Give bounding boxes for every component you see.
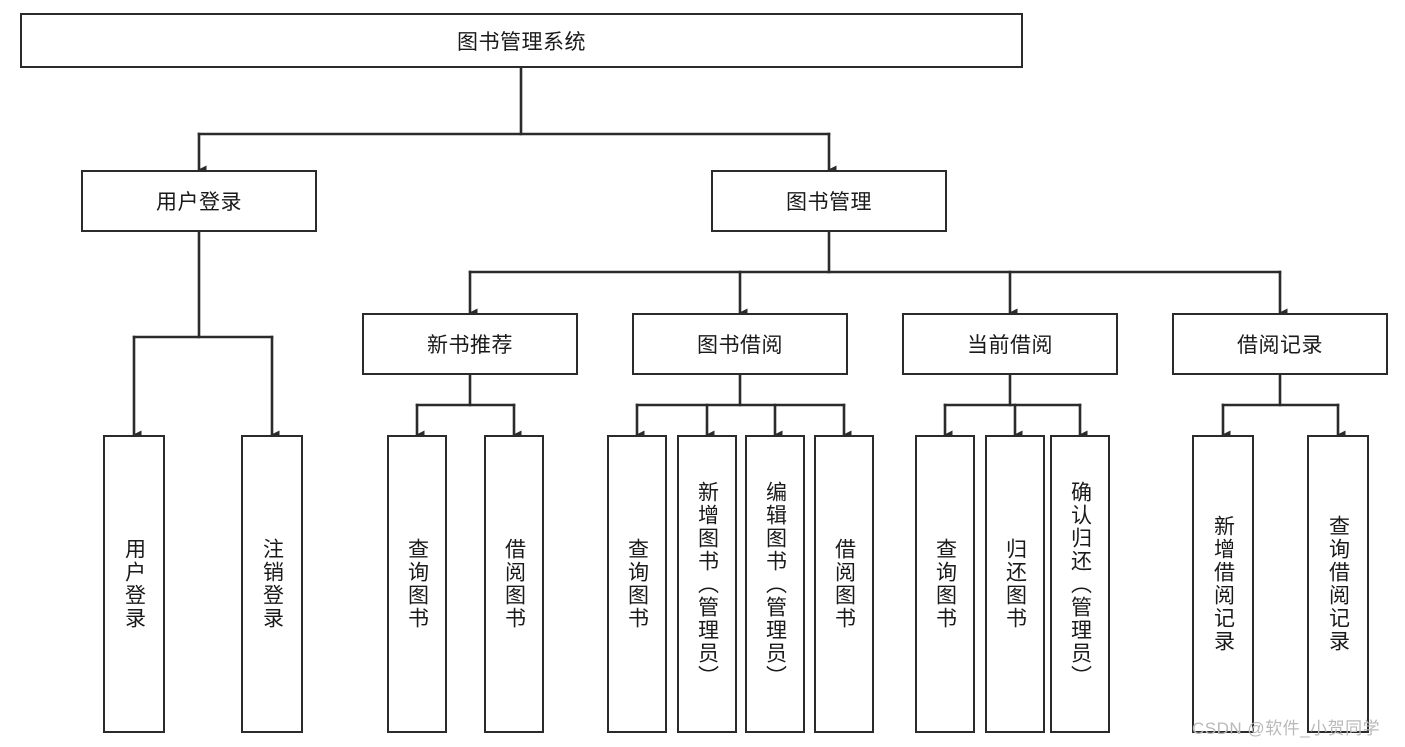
- leaf-record-query-record[interactable]: 查询借阅记录: [1307, 435, 1369, 733]
- leaf-newbook-borrow-book-label: 借阅图书: [502, 538, 526, 630]
- leaf-borrow-add-book-admin[interactable]: 新增图书（管理员）: [677, 435, 737, 733]
- leaf-user-login[interactable]: 用户登录: [103, 435, 165, 733]
- node-user-login[interactable]: 用户登录: [81, 170, 317, 232]
- leaf-logout-label: 注销登录: [260, 538, 284, 630]
- node-book-borrow-label: 图书借阅: [697, 334, 783, 357]
- leaf-record-query-record-label: 查询借阅记录: [1326, 515, 1350, 653]
- node-current-borrow-label: 当前借阅: [967, 334, 1053, 357]
- node-new-book-recommend-label: 新书推荐: [427, 334, 513, 357]
- leaf-borrow-borrow-book[interactable]: 借阅图书: [814, 435, 874, 733]
- leaf-record-add-record-label: 新增借阅记录: [1211, 515, 1235, 653]
- leaf-current-confirm-return-admin-label: 确认归还（管理员）: [1068, 480, 1092, 688]
- leaf-newbook-query-book[interactable]: 查询图书: [387, 435, 447, 733]
- leaf-borrow-edit-book-admin-label: 编辑图书（管理员）: [763, 480, 787, 688]
- leaf-borrow-edit-book-admin[interactable]: 编辑图书（管理员）: [745, 435, 805, 733]
- leaf-borrow-query-book-label: 查询图书: [625, 538, 649, 630]
- node-book-management[interactable]: 图书管理: [711, 170, 947, 232]
- leaf-current-query-book-label: 查询图书: [933, 538, 957, 630]
- node-book-borrow[interactable]: 图书借阅: [632, 313, 848, 375]
- node-borrow-record-label: 借阅记录: [1237, 334, 1323, 357]
- leaf-current-return-book-label: 归还图书: [1003, 538, 1027, 630]
- leaf-logout[interactable]: 注销登录: [241, 435, 303, 733]
- leaf-current-query-book[interactable]: 查询图书: [915, 435, 975, 733]
- leaf-borrow-borrow-book-label: 借阅图书: [832, 538, 856, 630]
- leaf-user-login-label: 用户登录: [122, 538, 146, 630]
- node-current-borrow[interactable]: 当前借阅: [902, 313, 1118, 375]
- leaf-current-return-book[interactable]: 归还图书: [985, 435, 1045, 733]
- leaf-borrow-add-book-admin-label: 新增图书（管理员）: [695, 480, 719, 688]
- watermark: CSDN @软件_小贺同学: [1192, 719, 1381, 738]
- leaf-borrow-query-book[interactable]: 查询图书: [607, 435, 667, 733]
- leaf-current-confirm-return-admin[interactable]: 确认归还（管理员）: [1050, 435, 1110, 733]
- node-root[interactable]: 图书管理系统: [20, 13, 1023, 68]
- leaf-newbook-borrow-book[interactable]: 借阅图书: [484, 435, 544, 733]
- node-user-login-label: 用户登录: [156, 191, 242, 214]
- leaf-newbook-query-book-label: 查询图书: [405, 538, 429, 630]
- node-borrow-record[interactable]: 借阅记录: [1172, 313, 1388, 375]
- node-root-label: 图书管理系统: [457, 30, 586, 54]
- node-new-book-recommend[interactable]: 新书推荐: [362, 313, 578, 375]
- leaf-record-add-record[interactable]: 新增借阅记录: [1192, 435, 1254, 733]
- node-book-management-label: 图书管理: [786, 191, 872, 214]
